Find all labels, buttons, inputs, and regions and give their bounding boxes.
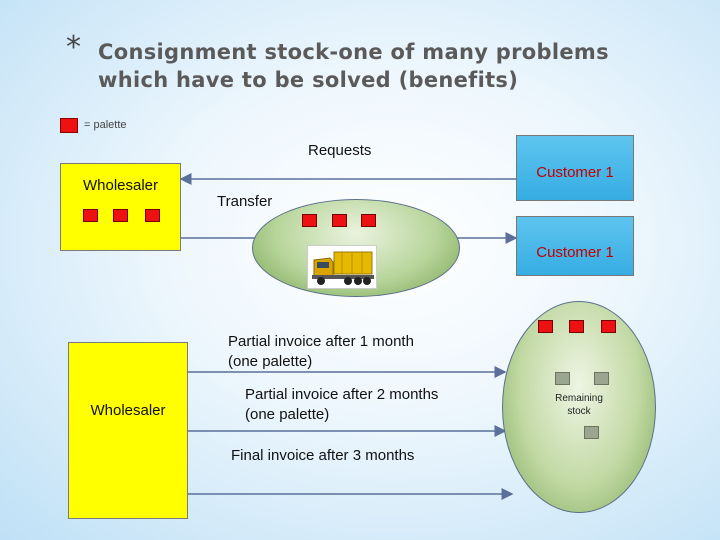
transfer-label: Transfer (217, 193, 273, 210)
invoice2-label-line1: Partial invoice after 2 months (245, 386, 439, 403)
slide-title-line1: Consignment stock-one of many problems (98, 40, 609, 64)
palette-icon (538, 320, 553, 333)
invoice1-label-line2: (one palette) (228, 353, 313, 370)
palette-icon (145, 209, 160, 222)
slide-title-line2: which have to be solved (benefits) (98, 68, 519, 92)
palette-icon (83, 209, 98, 222)
wholesaler-top-label: Wholesaler (82, 177, 159, 194)
palette-icon (113, 209, 128, 222)
customer-mid-label: Customer 1 (536, 244, 614, 261)
palette-icon (361, 214, 376, 227)
palette-icon-faded (594, 372, 609, 385)
palette-icon-faded (555, 372, 570, 385)
legend-label: = palette (84, 119, 127, 131)
invoice3-label: Final invoice after 3 months (231, 447, 415, 464)
invoice2-label-line2: (one palette) (245, 406, 330, 423)
wholesaler-bottom-label: Wholesaler (90, 402, 166, 419)
customer-box-top: Customer 1 (516, 135, 634, 201)
remaining-stock-label-line2: stock (567, 406, 591, 417)
remaining-stock-ellipse: Remaining stock (502, 301, 656, 513)
invoice1-label-line1: Partial invoice after 1 month (228, 333, 414, 350)
palette-icon (302, 214, 317, 227)
wholesaler-box-top: Wholesaler (60, 163, 181, 251)
palette-icon (332, 214, 347, 227)
legend-palette-swatch (60, 118, 78, 133)
truck-icon (307, 245, 377, 289)
wholesaler-box-bottom: Wholesaler (68, 342, 188, 519)
remaining-stock-label-line1: Remaining (555, 393, 603, 404)
palette-icon-faded (584, 426, 599, 439)
requests-label: Requests (308, 142, 372, 159)
title-star: * (66, 30, 81, 65)
palette-icon (601, 320, 616, 333)
palette-icon (569, 320, 584, 333)
customer-top-label: Customer 1 (536, 164, 614, 181)
customer-box-mid: Customer 1 (516, 216, 634, 276)
